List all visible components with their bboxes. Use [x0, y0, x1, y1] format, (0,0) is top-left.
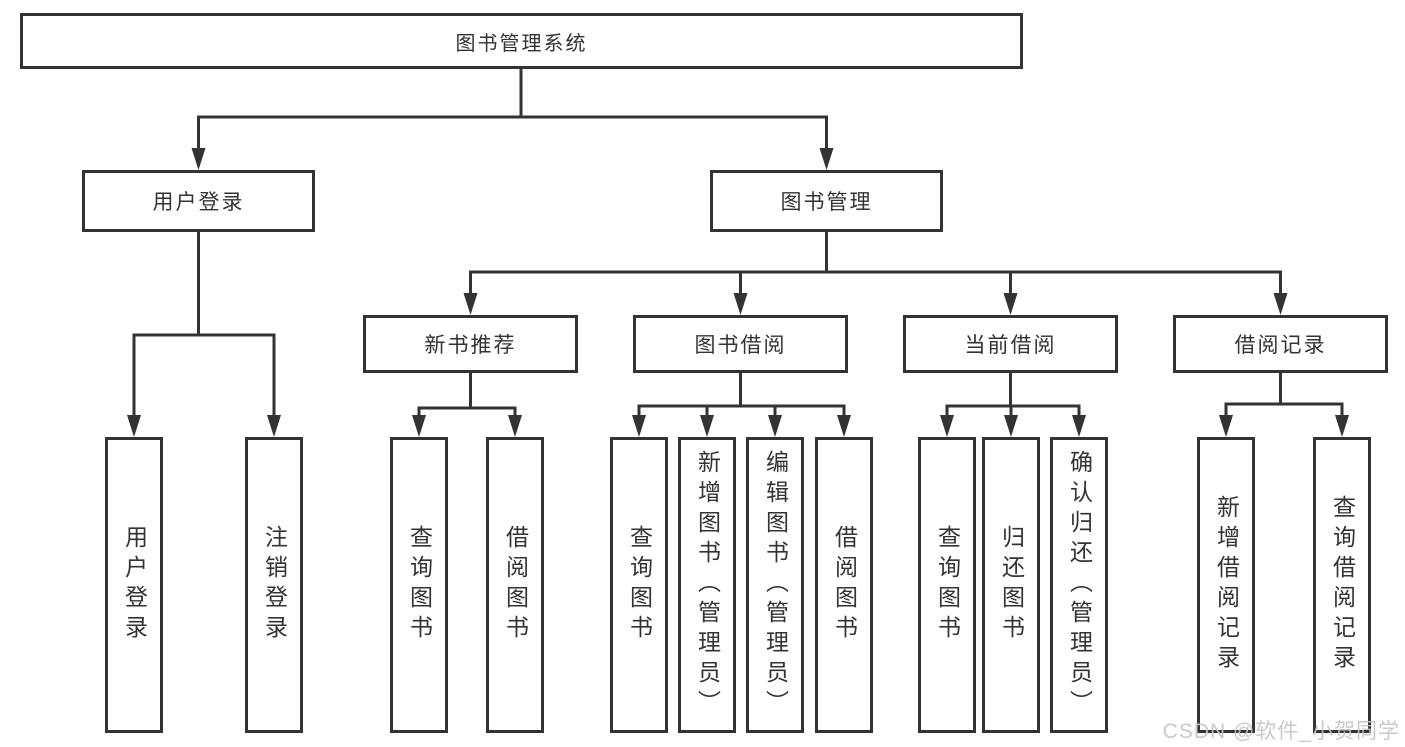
node-user-login: 用户登录: [82, 170, 315, 232]
leaf-borrow-books-recommend-label: 借阅图书: [502, 525, 529, 645]
leaf-query-borrow-record-label: 查询借阅记录: [1329, 495, 1356, 675]
leaf-add-book-admin-label: 新增图书（管理员）: [694, 450, 721, 720]
leaf-return-book: 归还图书: [982, 437, 1040, 733]
leaf-query-borrow-record: 查询借阅记录: [1313, 437, 1371, 733]
leaf-logout: 注销登录: [245, 437, 303, 733]
leaf-query-books-recommend: 查询图书: [390, 437, 448, 733]
node-book-management: 图书管理: [710, 170, 943, 232]
leaf-borrow-books-borrowing: 借阅图书: [815, 437, 873, 733]
node-borrowing-records: 借阅记录: [1173, 315, 1388, 373]
node-book-borrowing: 图书借阅: [633, 315, 848, 373]
node-current-borrowing: 当前借阅: [903, 315, 1118, 373]
leaf-user-login-label: 用户登录: [121, 525, 148, 645]
leaf-query-books-current: 查询图书: [918, 437, 976, 733]
leaf-borrow-books-borrowing-label: 借阅图书: [831, 525, 858, 645]
leaf-query-books-current-label: 查询图书: [934, 525, 961, 645]
leaf-add-borrow-record-label: 新增借阅记录: [1213, 495, 1240, 675]
leaf-add-book-admin: 新增图书（管理员）: [678, 437, 736, 733]
leaf-edit-book-admin: 编辑图书（管理员）: [746, 437, 804, 733]
leaf-logout-label: 注销登录: [261, 525, 288, 645]
leaf-query-books-borrowing-label: 查询图书: [626, 525, 653, 645]
leaf-query-books-recommend-label: 查询图书: [406, 525, 433, 645]
leaf-confirm-return-admin-label: 确认归还（管理员）: [1066, 450, 1093, 720]
node-new-book-recommend: 新书推荐: [363, 315, 578, 373]
node-library-management-system: 图书管理系统: [20, 13, 1023, 69]
leaf-query-books-borrowing: 查询图书: [610, 437, 668, 733]
leaf-return-book-label: 归还图书: [998, 525, 1025, 645]
csdn-watermark: CSDN @软件_小贺同学: [1162, 720, 1400, 743]
leaf-user-login: 用户登录: [105, 437, 163, 733]
leaf-borrow-books-recommend: 借阅图书: [486, 437, 544, 733]
leaf-confirm-return-admin: 确认归还（管理员）: [1050, 437, 1108, 733]
leaf-edit-book-admin-label: 编辑图书（管理员）: [762, 450, 789, 720]
leaf-add-borrow-record: 新增借阅记录: [1197, 437, 1255, 733]
